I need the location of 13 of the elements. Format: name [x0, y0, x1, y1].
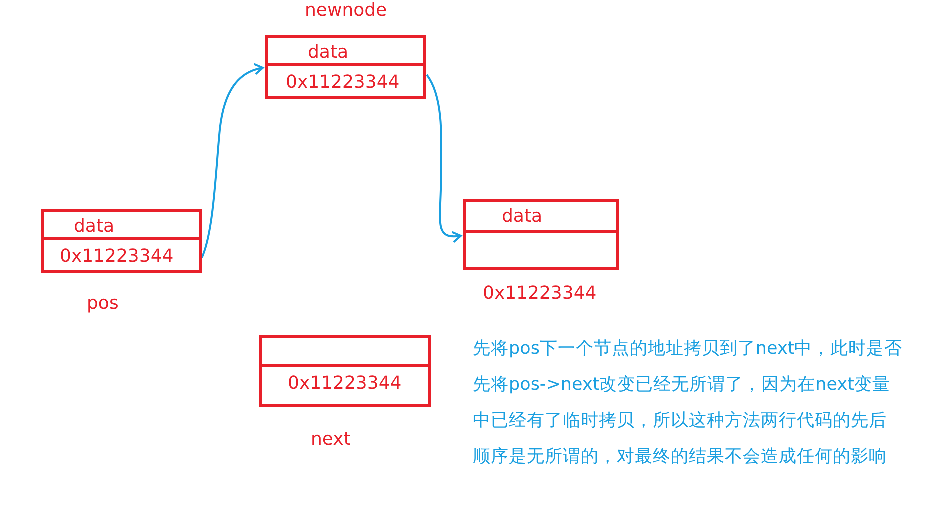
node-label: next	[311, 431, 351, 449]
data-field: data	[268, 38, 423, 66]
node-label: pos	[87, 295, 119, 313]
arrow	[201, 64, 264, 258]
address-label: 0x11223344	[483, 285, 597, 303]
pointer-field: 0x11223344	[262, 370, 428, 404]
note-text: 先将pos下一个节点的地址拷贝到了next中，此时是否先将pos->next改变已经无所谓了，因为在next变量中已经有了临时拷贝，所以这种方法两行代码的先后顺序是无所谓的，对最终的结果不会造成任何的影响	[473, 338, 903, 469]
data-field: data	[44, 212, 199, 240]
pointer-field: 0x11223344	[44, 243, 199, 270]
node-label: newnode	[305, 2, 388, 20]
arrow	[426, 74, 462, 243]
data-field: data	[466, 202, 616, 233]
pointer-field: 0x11223344	[268, 69, 423, 96]
